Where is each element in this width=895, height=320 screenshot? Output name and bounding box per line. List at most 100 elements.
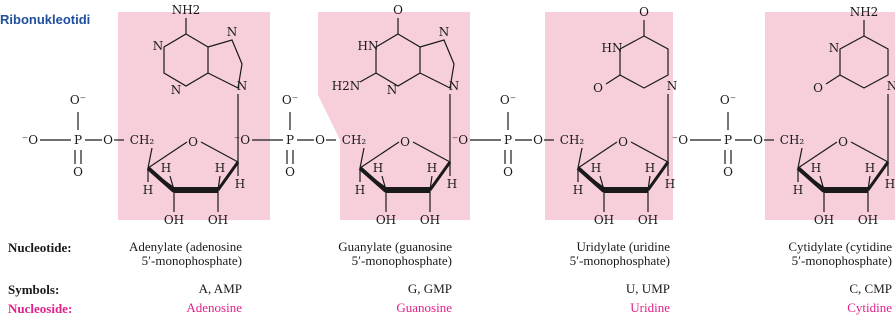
phosphate-o-top: O⁻ (500, 93, 516, 107)
h-c3: H (811, 161, 821, 175)
bond (630, 141, 669, 163)
bond (147, 141, 188, 169)
phosphate-o-left: ⁻O (672, 133, 688, 147)
n1-h: HN (358, 39, 379, 53)
ring-oxygen: O (838, 135, 848, 149)
bond (850, 141, 889, 163)
base-highlight-box (765, 12, 895, 220)
bond (359, 72, 377, 83)
diagram-title: Ribonukleotidi (0, 12, 91, 27)
symbol-cmp: C, CMP (849, 281, 892, 296)
phosphate-o-left: ⁻O (234, 133, 250, 147)
oh-3prime: OH (376, 213, 396, 227)
base-highlight-box (318, 12, 470, 220)
h-c2: H (645, 161, 655, 175)
nucleoside-adenosine: Adenosine (186, 300, 242, 315)
purine-five-ring (419, 39, 455, 89)
n3: N (829, 41, 840, 55)
pyrimidine-ring (839, 35, 889, 89)
bridging-oxygen: O (103, 133, 113, 147)
bridging-oxygen: O (753, 133, 763, 147)
h-c2: H (427, 161, 437, 175)
base-highlight-box (118, 12, 270, 220)
phosphorus: P (504, 133, 512, 147)
oh-2prime: OH (420, 213, 440, 227)
ch2-group: CH₂ (342, 133, 367, 147)
bond (358, 166, 388, 193)
bond (867, 175, 871, 191)
oh-3prime: OH (814, 213, 834, 227)
nucleoside-cytidine: Cytidine (847, 300, 892, 315)
bond (216, 161, 240, 191)
h-c4: H (793, 183, 803, 197)
ring-oxygen: O (618, 135, 628, 149)
carbonyl-o2: O (593, 81, 603, 95)
bond (796, 166, 826, 193)
ch2-group: CH₂ (780, 133, 805, 147)
bond (647, 175, 651, 191)
bond (169, 175, 175, 191)
row-label-nucleoside: Nucleoside: (8, 301, 73, 316)
bond (146, 166, 176, 193)
carbonyl-o4: O (639, 5, 649, 19)
nucleoside-guanosine: Guanosine (396, 300, 452, 315)
h-c4: H (355, 183, 365, 197)
oh-3prime: OH (594, 213, 614, 227)
bond (577, 141, 618, 169)
bond (412, 141, 451, 163)
h-c4: H (143, 183, 153, 197)
bond (825, 74, 841, 85)
phosphorus: P (724, 133, 732, 147)
oh-2prime: OH (858, 213, 878, 227)
n3-h: HN (602, 41, 623, 55)
h-c2: H (215, 161, 225, 175)
bond (200, 141, 239, 163)
n3: N (387, 83, 398, 97)
h-c1: H (885, 177, 895, 191)
bond (797, 141, 838, 169)
oh-2prime: OH (638, 213, 658, 227)
n3: N (171, 83, 182, 97)
phosphate-o-top: O⁻ (70, 93, 86, 107)
phosphate-o-top: O⁻ (282, 93, 298, 107)
n7: N (227, 25, 238, 39)
h-c4: H (573, 183, 583, 197)
bond (599, 175, 605, 191)
n7: N (439, 25, 450, 39)
bridging-oxygen: O (315, 133, 325, 147)
pyrimidine-ring (619, 35, 669, 89)
bond (797, 147, 803, 169)
n9: N (449, 79, 460, 93)
bond (359, 141, 400, 169)
carbonyl-o2: O (813, 81, 823, 95)
symbol-gmp: G, GMP (407, 281, 452, 296)
phosphate-o-left: ⁻O (452, 133, 468, 147)
oh-3prime: OH (164, 213, 184, 227)
h-c3: H (373, 161, 383, 175)
ring-oxygen: O (188, 135, 198, 149)
bond (429, 175, 433, 191)
bond (866, 161, 890, 191)
amino-nh2: NH2 (850, 5, 879, 19)
row-label-nucleotide: Nucleotide: (8, 240, 72, 255)
oh-2prime: OH (208, 213, 228, 227)
bond (819, 175, 825, 191)
symbol-ump: U, UMP (625, 281, 670, 296)
phosphorus: P (74, 133, 82, 147)
nucleoside-uridine: Uridine (630, 300, 670, 315)
n1: N (667, 79, 678, 93)
phosphate-o-bottom: O (723, 165, 733, 179)
phosphate-o-left: ⁻O (22, 133, 38, 147)
symbol-amp: A, AMP (198, 281, 242, 296)
bond (381, 175, 387, 191)
h-c3: H (161, 161, 171, 175)
h-c2: H (865, 161, 875, 175)
